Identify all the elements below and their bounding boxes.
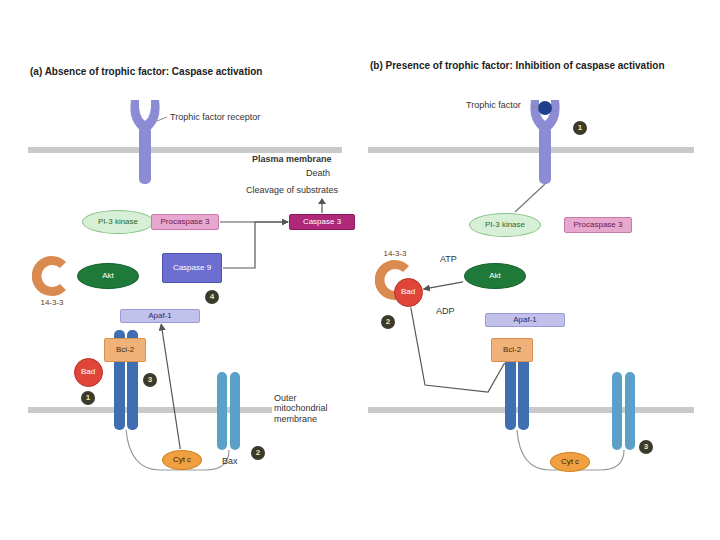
panel-heading: (a) Absence of trophic factor: Caspase a… — [30, 66, 330, 78]
bax-channel — [612, 372, 622, 450]
annotation-label: ADP — [436, 306, 455, 316]
signal-line — [515, 184, 545, 212]
leader-line — [157, 117, 167, 121]
protein-shape: Procaspase 3 — [564, 217, 632, 233]
protein-shape: Caspase 9 — [162, 253, 222, 283]
protein-name: Caspase 9 — [173, 264, 211, 273]
membrane-loop — [126, 430, 229, 470]
mitochondrial-membrane — [368, 407, 694, 413]
protein-name: Cyt c — [561, 458, 579, 467]
callout-number: 3 — [639, 440, 653, 454]
plasma-membrane — [28, 147, 342, 153]
protein-shape: Bcl-2 — [491, 338, 533, 362]
callout-number: 2 — [381, 315, 395, 329]
connector-arrow — [424, 282, 464, 289]
protein-name: 14-3-3 — [40, 298, 63, 307]
protein-name: Procaspase 3 — [574, 221, 623, 230]
protein-name: Caspase 3 — [303, 218, 341, 227]
annotation-label: Death — [306, 168, 330, 178]
annotation-label: Bax — [222, 456, 238, 466]
protein-shape: Apaf-1 — [120, 309, 200, 323]
protein-name: Akt — [489, 272, 501, 281]
connector-arrow — [161, 324, 180, 449]
receptor — [530, 100, 559, 184]
protein-shape: PI-3 kinase — [469, 213, 541, 237]
protein-name: Bcl-2 — [116, 346, 134, 355]
annotation-label: Plasma membrane — [252, 154, 332, 164]
protein-name: PI-3 kinase — [485, 221, 525, 230]
protein-name: Bad — [81, 368, 95, 377]
annotation-label: Trophic factor receptor — [170, 112, 260, 122]
plasma-membrane — [368, 147, 694, 153]
connector-arrow — [223, 222, 288, 268]
membrane-loop — [517, 430, 624, 470]
protein-name: Cyt c — [173, 456, 191, 465]
bax-channel — [230, 372, 240, 450]
protein-name: PI-3 kinase — [98, 218, 138, 227]
arrowhead — [318, 198, 326, 204]
callout-number: 3 — [143, 373, 157, 387]
protein-shape: Cyt c — [550, 452, 590, 472]
protein-shape: Apaf-1 — [485, 313, 565, 327]
protein-name: Procaspase 3 — [161, 218, 210, 227]
leader-line — [532, 106, 539, 108]
trophic-factor-ligand — [538, 101, 552, 115]
crescent-shape — [32, 254, 72, 298]
protein-name: Bad — [401, 288, 415, 297]
callout-number: 1 — [81, 391, 95, 405]
protein-shape: Procaspase 3 — [151, 214, 219, 230]
protein-shape: Bcl-2 — [104, 338, 146, 362]
annotation-label: ATP — [440, 254, 457, 264]
bax-channel — [625, 372, 635, 450]
bax-channel — [217, 372, 227, 450]
callout-number: 4 — [205, 290, 219, 304]
annotation-label: Trophic factor — [466, 100, 521, 110]
cleavage-arrow — [321, 203, 322, 213]
protein-shape: Cyt c — [162, 450, 202, 470]
protein-shape: Caspase 3 — [289, 214, 355, 230]
protein-shape: PI-3 kinase — [82, 210, 154, 234]
protein-shape: Bad — [74, 358, 103, 387]
protein-name: Akt — [102, 272, 114, 281]
annotation-label: Cleavage of substrates — [246, 185, 338, 195]
protein-name: Apaf-1 — [148, 312, 172, 321]
adapter-protein: 14-3-3 — [32, 254, 72, 298]
annotation-label: Outer mitochondrial membrane — [272, 393, 342, 424]
protein-name: Apaf-1 — [513, 316, 537, 325]
panel-heading: (b) Presence of trophic factor: Inhibiti… — [370, 60, 680, 72]
receptor — [130, 100, 159, 184]
callout-number: 2 — [251, 446, 265, 460]
protein-shape: Bad — [394, 278, 423, 307]
protein-shape: Akt — [77, 263, 139, 289]
callout-number: 1 — [573, 121, 587, 135]
protein-name: Bcl-2 — [503, 346, 521, 355]
protein-shape: Akt — [464, 263, 526, 289]
protein-name: 14-3-3 — [383, 249, 406, 258]
